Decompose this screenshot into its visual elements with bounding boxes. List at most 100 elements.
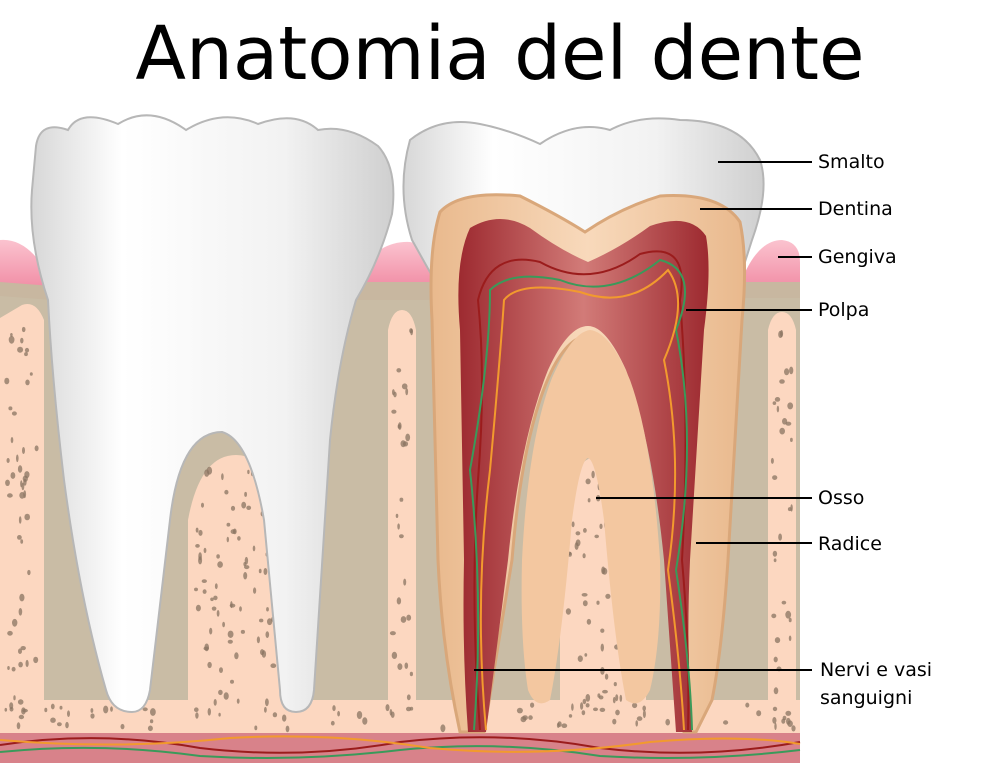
- bone-pore: [9, 702, 14, 710]
- bone-pore: [6, 493, 13, 498]
- bone-pore: [516, 707, 523, 714]
- bone-pore: [400, 440, 406, 448]
- bone-pore: [198, 529, 203, 536]
- bone-pore: [571, 521, 575, 528]
- bone-pore: [265, 698, 269, 707]
- bone-pore: [773, 687, 779, 695]
- bone-pore: [395, 513, 399, 519]
- bone-pore: [27, 569, 31, 576]
- bone-pore: [404, 662, 409, 669]
- bone-pore: [440, 724, 446, 733]
- bone-pore: [227, 639, 233, 644]
- bone-pore: [252, 545, 256, 552]
- bone-pore: [780, 330, 784, 338]
- bone-pore: [267, 618, 273, 626]
- bone-pore: [612, 718, 617, 725]
- bone-pore: [396, 368, 402, 373]
- bone-pore: [605, 593, 611, 599]
- bone-pore: [103, 705, 109, 714]
- bone-pore: [556, 722, 560, 728]
- bone-pore: [561, 723, 568, 728]
- bone-pore: [7, 666, 10, 670]
- bone-pore: [209, 627, 213, 635]
- bone-pore: [604, 673, 609, 680]
- bone-pore: [410, 328, 413, 336]
- bone-pore: [67, 710, 70, 717]
- bone-pore: [392, 389, 395, 396]
- bone-pore: [594, 534, 599, 539]
- bone-pore: [581, 710, 586, 716]
- bone-pore: [635, 720, 638, 727]
- bone-pore: [19, 593, 25, 602]
- bone-pore: [8, 335, 15, 344]
- bone-pore: [575, 539, 581, 547]
- bone-pore: [5, 479, 10, 486]
- bone-pore: [244, 565, 250, 570]
- bone-pore: [17, 699, 24, 705]
- bone-pore: [397, 663, 403, 670]
- bone-pore: [270, 663, 277, 668]
- bone-pore: [259, 618, 264, 623]
- bone-pore: [779, 379, 785, 384]
- bone-pore: [240, 629, 245, 634]
- bone-pore: [405, 388, 409, 396]
- bone-pore: [596, 600, 600, 605]
- bone-pore: [8, 406, 13, 411]
- bone-pore: [391, 651, 398, 660]
- bone-pore: [18, 516, 22, 524]
- label-nervi-line2: sanguigni: [820, 687, 913, 709]
- bone-pore: [389, 631, 396, 636]
- bone-pore: [575, 531, 581, 536]
- bone-pore: [90, 713, 95, 719]
- bone-pore: [147, 725, 153, 732]
- bone-pore: [17, 535, 22, 540]
- bone-pore: [10, 437, 14, 444]
- bone-pore: [20, 539, 24, 544]
- bone-pore: [10, 333, 13, 337]
- bone-pore: [254, 725, 258, 731]
- bone-pore: [21, 326, 26, 333]
- bone-pore: [246, 505, 252, 510]
- bone-pore: [263, 568, 268, 575]
- bone-pore: [65, 721, 69, 729]
- bone-pore: [219, 667, 223, 673]
- label-polpa: Polpa: [818, 299, 870, 321]
- bone-pore: [34, 445, 39, 452]
- leader-lines: [474, 161, 812, 671]
- bone-pore: [582, 600, 588, 607]
- bone-pore: [785, 610, 792, 619]
- bone-pore: [599, 523, 603, 529]
- bone-pore: [207, 708, 211, 716]
- bone-pore: [582, 698, 587, 705]
- bone-pore: [773, 558, 777, 563]
- bone-pore: [636, 716, 643, 721]
- bone-pore: [216, 554, 220, 559]
- bone-pore: [788, 635, 792, 642]
- bone-pore: [142, 707, 148, 712]
- bone-pore: [29, 372, 33, 376]
- bone-pore: [22, 447, 25, 454]
- bone-pore: [11, 411, 17, 416]
- bone-pore: [585, 703, 590, 708]
- sectioned-tooth: [0, 117, 801, 759]
- bone-pore: [218, 689, 223, 696]
- bone-pore: [530, 702, 535, 708]
- bone-pore: [599, 707, 606, 713]
- bone-pore: [584, 653, 588, 657]
- bone-pore: [25, 379, 30, 386]
- bone-pore: [356, 711, 363, 719]
- bone-pore: [241, 501, 247, 509]
- bone-pore: [600, 628, 605, 633]
- bone-pore: [24, 471, 30, 479]
- bone-pore: [397, 523, 400, 530]
- bone-pore: [22, 708, 28, 713]
- bone-pore: [90, 708, 94, 713]
- label-radice: Radice: [818, 533, 882, 555]
- bone-pore: [593, 707, 598, 712]
- bone-pore: [568, 714, 573, 718]
- bone-pore: [745, 702, 750, 708]
- bone-pore: [226, 522, 231, 527]
- bone-pore: [217, 561, 223, 568]
- bone-pore: [409, 671, 413, 677]
